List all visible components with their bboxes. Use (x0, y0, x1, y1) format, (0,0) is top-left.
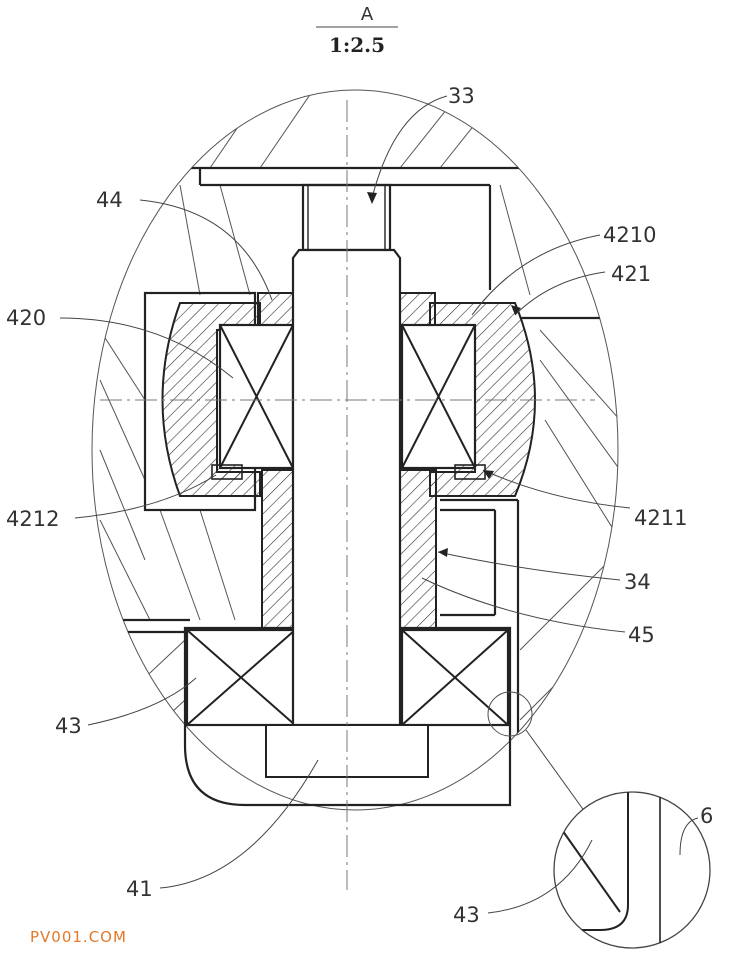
detail-marker-circle (487, 691, 533, 737)
label-41: 41 (126, 877, 153, 901)
right-collar (399, 292, 436, 326)
detail-view-6 (553, 791, 711, 949)
label-420: 420 (6, 306, 46, 330)
label-43-detail: 43 (453, 903, 480, 927)
upper-left-bearing (218, 323, 295, 470)
right-spacer-sleeve (399, 469, 437, 629)
view-name: A (361, 4, 374, 25)
label-43: 43 (55, 714, 82, 738)
upper-right-bearing (400, 323, 477, 470)
label-45: 45 (628, 623, 655, 647)
right-retaining-ring (454, 464, 486, 480)
label-4212: 4212 (6, 507, 59, 531)
left-retaining-ring (211, 464, 243, 480)
watermark: PV001.COM (30, 928, 127, 946)
label-6: 6 (700, 804, 713, 828)
view-scale: 1:2.5 (329, 33, 385, 57)
left-spacer-sleeve (261, 469, 296, 629)
leader-arrowheads (367, 192, 521, 557)
label-421: 421 (611, 262, 651, 286)
lower-left-bearing (185, 628, 297, 727)
label-44: 44 (96, 188, 123, 212)
label-34: 34 (624, 570, 651, 594)
label-4211: 4211 (634, 506, 687, 530)
leader-lines (59, 95, 699, 914)
label-33: 33 (448, 84, 475, 108)
lower-right-bearing (400, 628, 510, 727)
left-collar (257, 292, 296, 326)
detail-oval-boundary (91, 89, 619, 811)
label-4210: 4210 (603, 223, 656, 247)
